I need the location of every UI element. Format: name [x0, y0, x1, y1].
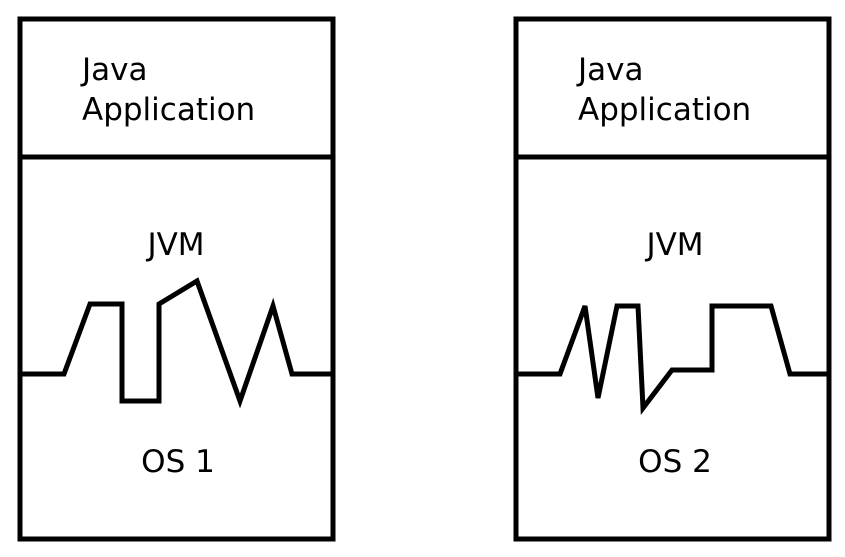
stack-os-2: Java Application JVM OS 2 — [513, 16, 832, 542]
stack-2-outline — [513, 16, 832, 542]
stack-2-os-label: OS 2 — [638, 444, 712, 480]
stack-1-os-label: OS 1 — [141, 444, 215, 480]
stack-1-app-label-line2: Application — [82, 92, 255, 128]
stack-1-jvm-os-boundary — [20, 277, 333, 409]
stack-1-jvm-label: JVM — [145, 227, 204, 263]
stack-1-app-label-line1: Java — [80, 52, 147, 88]
stack-2-jvm-label: JVM — [644, 227, 703, 263]
stack-2-app-label-line2: Application — [578, 92, 751, 128]
stack-2-app-label-line1: Java — [576, 52, 643, 88]
stack-2-jvm-os-boundary — [516, 303, 829, 415]
stack-os-1: Java Application JVM OS 1 — [17, 16, 336, 542]
stack-1-outline — [17, 16, 336, 542]
